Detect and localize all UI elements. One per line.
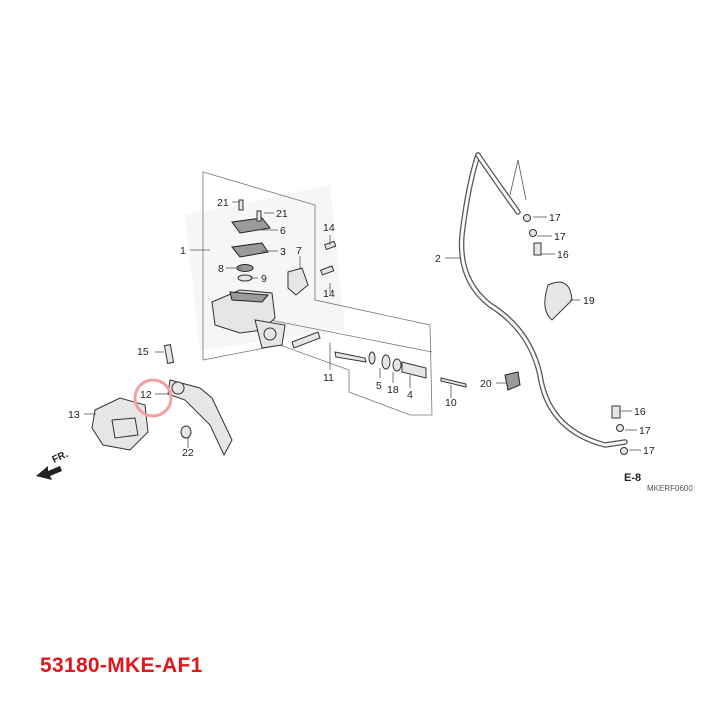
reservoir-cap [231,217,271,234]
lever-bolt [440,377,467,388]
cap-screws [238,199,262,222]
lever-pivot-bolt [163,344,175,364]
callout-6: 6 [280,225,286,237]
piston-set [291,331,427,379]
callout-5: 5 [376,380,382,392]
callout-21-lower: 21 [276,208,288,220]
master-cylinder-body [211,289,286,349]
callout-17-b: 17 [554,231,566,243]
callout-18: 18 [387,384,399,396]
callout-16-upper: 16 [557,249,569,261]
clutch-hose [458,152,628,448]
callout-17-c: 17 [639,425,651,437]
callout-17-a: 17 [549,212,561,224]
callout-16-lower: 16 [634,406,646,418]
highlight-ring [133,378,173,418]
assembly-group-outline [202,171,433,416]
holder-bolts [320,240,337,276]
front-label: FR. [51,449,70,466]
section-reference: E-8 [624,472,641,484]
callout-22: 22 [182,447,194,459]
callout-12: 12 [140,389,152,401]
front-direction-arrow: FR. [36,449,70,480]
callout-21-upper: 21 [217,197,229,209]
callout-9: 9 [261,273,267,285]
callout-19: 19 [583,295,595,307]
callout-11: 11 [323,372,334,384]
diaphragm-plate [231,242,269,258]
callout-4: 4 [407,389,413,401]
callout-13: 13 [68,409,80,421]
callout-8: 8 [218,263,224,275]
callout-14-upper: 14 [323,222,335,234]
diagram-code: MKERF0600 [647,484,693,493]
leader-lines [84,159,641,451]
hose-clamp-band [544,281,573,321]
callout-3: 3 [280,246,286,258]
callout-20: 20 [480,378,492,390]
switch-housing [91,397,149,451]
callout-17-d: 17 [643,445,655,457]
clutch-lever [167,379,233,457]
hose-fittings [523,214,628,455]
callout-15: 15 [137,346,149,358]
callout-1: 1 [180,245,186,257]
callout-10: 10 [445,397,457,409]
lever-pad [180,425,192,439]
callout-14-lower: 14 [323,288,335,300]
hose-guide [504,371,521,391]
callout-2: 2 [435,253,441,265]
callout-7: 7 [296,245,302,257]
part-number-label: 53180-MKE-AF1 [40,654,203,677]
